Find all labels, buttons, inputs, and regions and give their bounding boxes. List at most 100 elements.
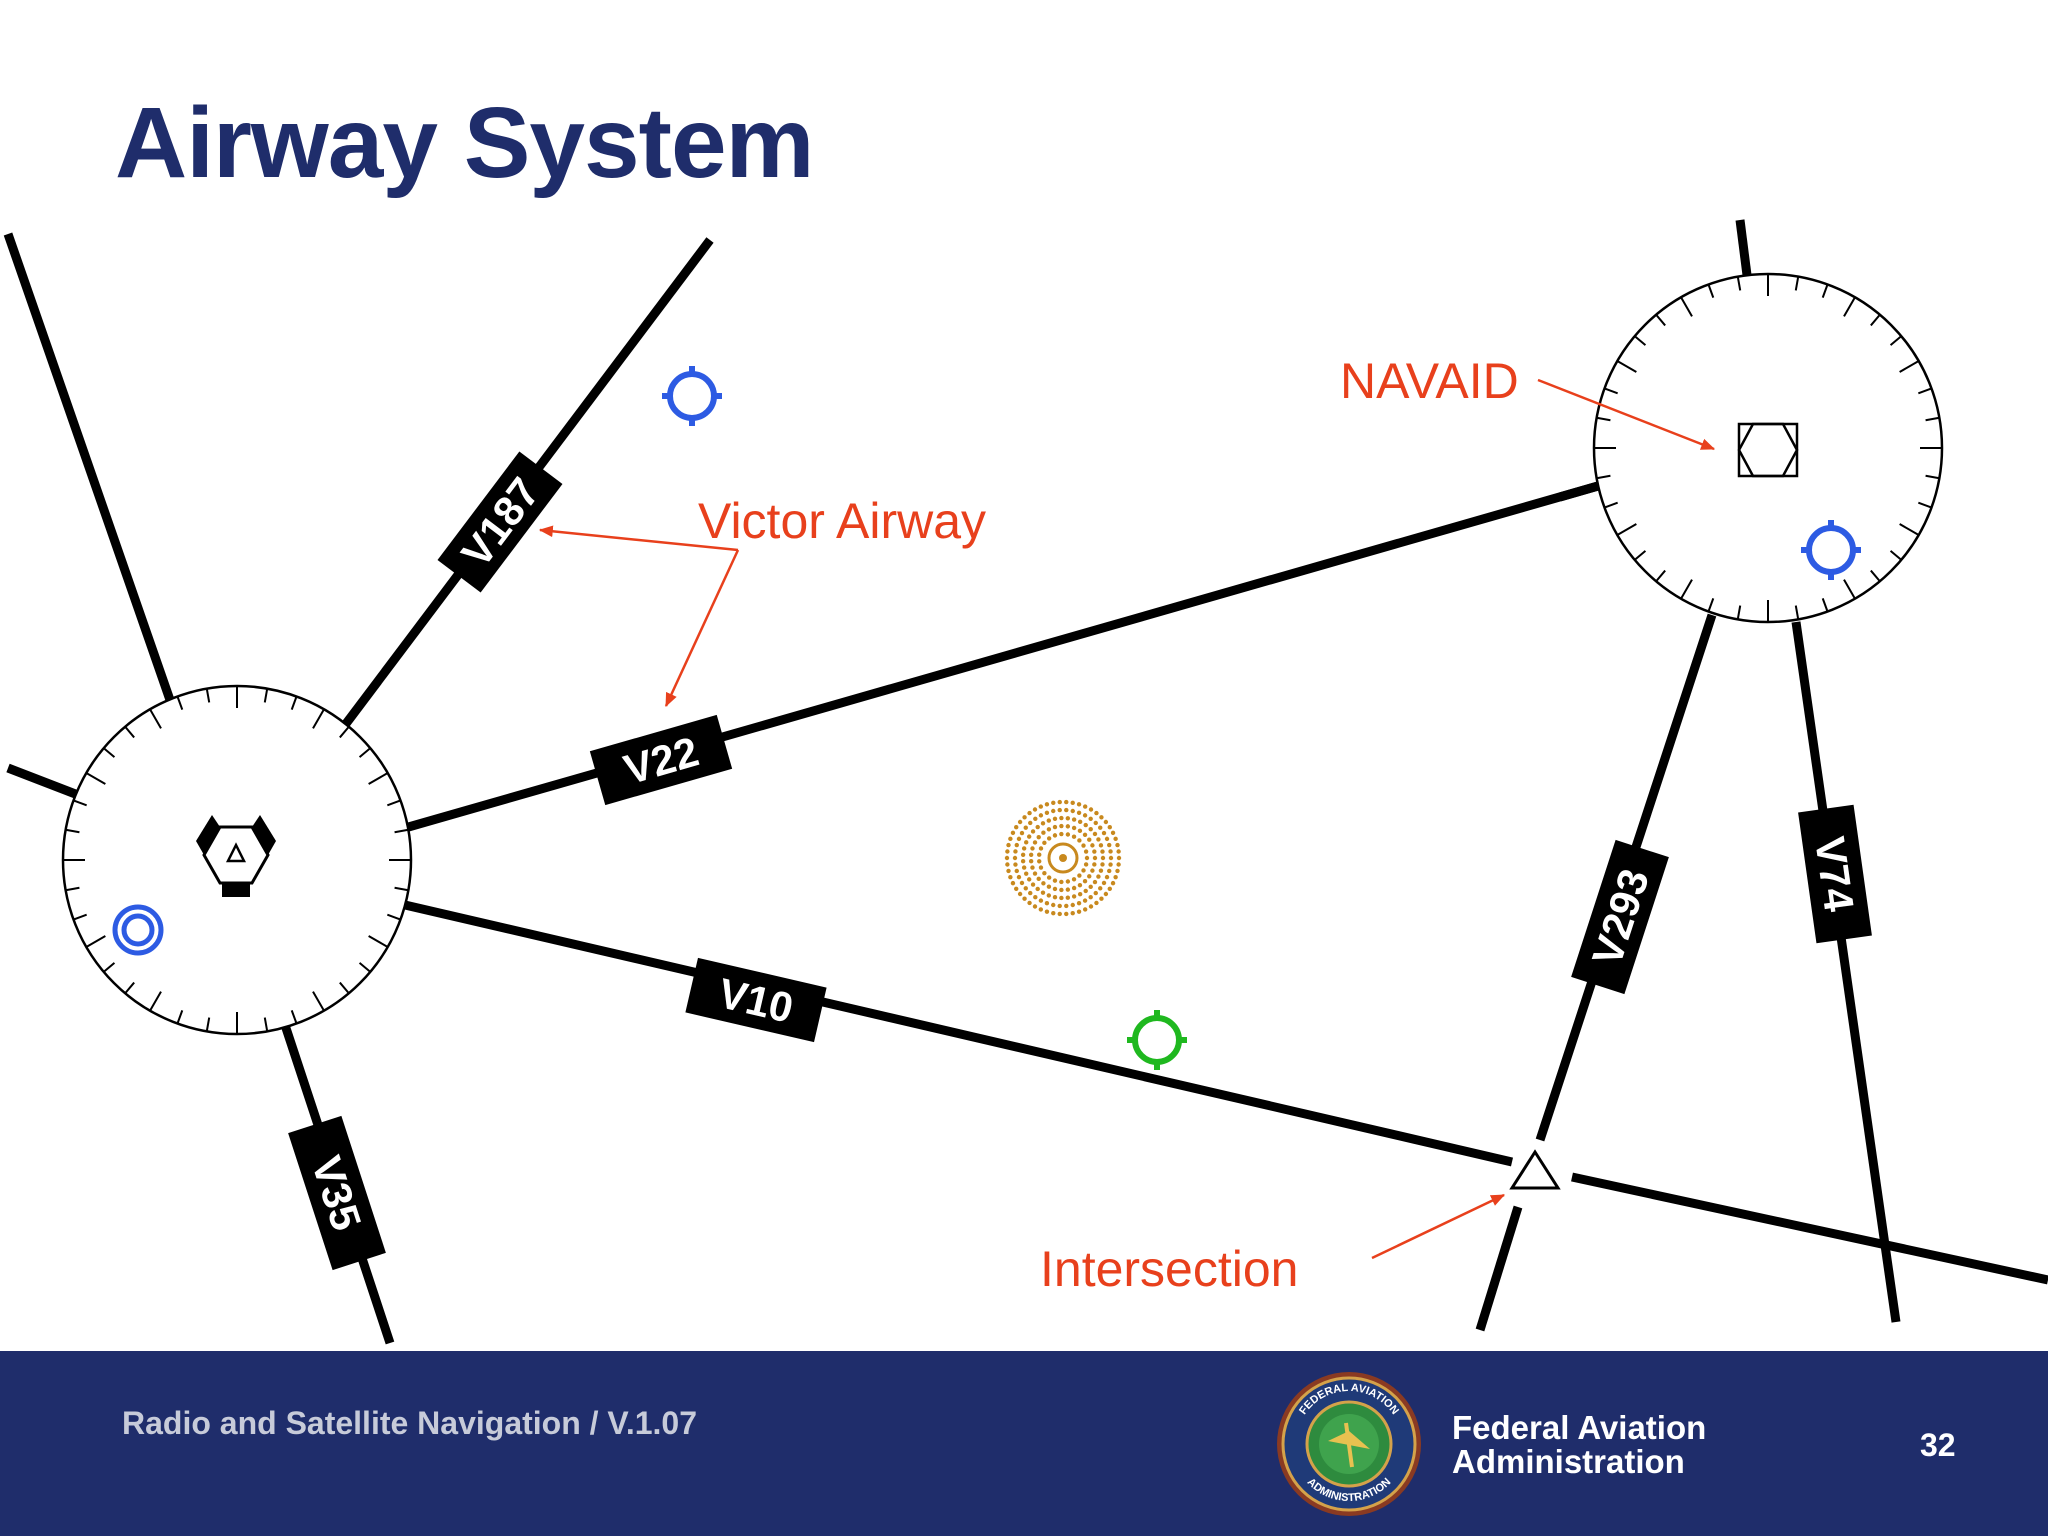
ndb-dot <box>1020 852 1026 857</box>
ndb-dot <box>1110 830 1116 836</box>
ndb-dot <box>1084 855 1090 861</box>
ndb-dot <box>1006 868 1011 874</box>
ndb-dot <box>1065 816 1071 821</box>
ndb-dot <box>1076 901 1082 906</box>
ndb-dot <box>1099 815 1104 820</box>
course-label: Radio and Satellite Navigation / V.1.07 <box>122 1405 697 1441</box>
ndb-dot <box>1013 862 1018 867</box>
ndb-dot <box>1051 808 1056 814</box>
compass-tick <box>103 747 116 758</box>
compass-tick <box>73 799 87 807</box>
route-northwest-line <box>3 232 175 702</box>
ndb-dot <box>1082 832 1088 838</box>
ndb-dot <box>1046 827 1052 832</box>
vor-icon <box>1737 422 1799 478</box>
ndb-dot <box>1020 859 1026 864</box>
ndb-dot <box>1037 852 1042 857</box>
ndb-dot <box>1065 832 1071 837</box>
ndb-dot <box>1065 895 1071 900</box>
route-v10-line-b <box>1571 1172 2048 1285</box>
ndb-dot <box>1010 830 1016 836</box>
compass-tick <box>1655 314 1666 327</box>
compass-tick <box>394 886 409 892</box>
compass-tick <box>290 696 298 710</box>
route-v22-line <box>403 481 1600 833</box>
ndb-dot <box>1090 868 1095 873</box>
route-v293-line-b <box>1475 1205 1523 1332</box>
compass-tick <box>387 913 401 921</box>
compass-tick <box>1899 523 1920 536</box>
compass-tick <box>124 981 135 994</box>
ndb-dot <box>1107 886 1112 891</box>
ndb-dot <box>1044 909 1050 914</box>
slide-title: Airway System <box>115 87 814 199</box>
ndb-dot <box>1064 911 1069 917</box>
ndb-dot <box>1030 882 1036 887</box>
ndb-dot <box>1038 813 1044 818</box>
compass-tick <box>85 935 106 948</box>
ndb-dot <box>1110 880 1116 886</box>
compass-tick <box>1794 276 1800 291</box>
ndb-dot <box>1107 868 1112 874</box>
ndb-dot <box>1016 836 1022 842</box>
compass-tick <box>1870 314 1881 327</box>
ndb-dot <box>1087 874 1092 879</box>
ndb-dot <box>1008 874 1013 880</box>
ndb-dot <box>1059 815 1064 821</box>
compass-tick <box>1925 416 1940 422</box>
callout-intersection: Intersection <box>1040 1241 1298 1297</box>
compass-tick <box>1655 569 1666 582</box>
ndb-dot <box>1027 810 1032 816</box>
ndb-dot <box>1035 824 1040 830</box>
ndb-dot <box>1082 804 1088 809</box>
compass-tick <box>205 688 211 703</box>
route-v10-line-a <box>403 900 1514 1167</box>
ndb-dot <box>1096 837 1101 842</box>
compass-tick <box>1596 474 1611 480</box>
ndb-dot <box>1046 884 1052 889</box>
ndb-dot <box>1070 910 1075 916</box>
ndb-dot <box>1014 868 1019 874</box>
ndb-dot <box>1057 911 1062 917</box>
ndb-dot <box>1046 893 1052 898</box>
ndb-dot <box>1059 823 1064 829</box>
compass-tick <box>1821 284 1829 298</box>
ndb-dot <box>1022 896 1027 901</box>
airway-label-v74-text: V74 <box>1806 834 1863 915</box>
ndb-dot <box>1028 859 1034 864</box>
ndb-dot <box>1014 825 1019 830</box>
ndb-dot <box>1088 884 1093 890</box>
ndb-dot <box>1032 840 1038 845</box>
ndb-dot <box>1083 888 1088 894</box>
ndb-dot <box>1032 904 1038 909</box>
ndb-dot <box>1092 879 1098 885</box>
ndb-dot <box>1059 831 1064 837</box>
ndb-dot <box>1005 862 1010 867</box>
ndb-dot <box>1041 881 1046 886</box>
ndb-dot <box>1100 849 1105 854</box>
compass-tick <box>73 913 87 921</box>
ndb-dot <box>1013 849 1018 854</box>
compass-tick <box>65 828 80 834</box>
ndb-dot <box>1103 819 1109 825</box>
ndb-dot <box>1038 898 1044 903</box>
ndb-dot <box>1022 815 1027 820</box>
ndb-dot <box>1038 865 1044 870</box>
ndb-dot <box>1026 834 1032 839</box>
ndb-dot <box>1040 821 1046 826</box>
ndb-dot <box>1076 909 1082 914</box>
ndb-dot <box>1104 836 1110 842</box>
airway-label-v293: V293 <box>1571 839 1669 995</box>
ndb-dot <box>1052 816 1058 822</box>
ndb-dot <box>1038 846 1044 851</box>
compass-tick <box>263 1017 269 1032</box>
compass-tick <box>387 799 401 807</box>
ndb-dot <box>1092 849 1097 854</box>
compass-tick <box>1736 276 1742 291</box>
ndb-dot <box>1014 886 1019 891</box>
ndb-dot <box>1077 882 1083 888</box>
vortac-icon <box>196 815 276 897</box>
airway-label-v35-text: V35 <box>303 1150 371 1236</box>
ndb-dot <box>1046 818 1052 823</box>
